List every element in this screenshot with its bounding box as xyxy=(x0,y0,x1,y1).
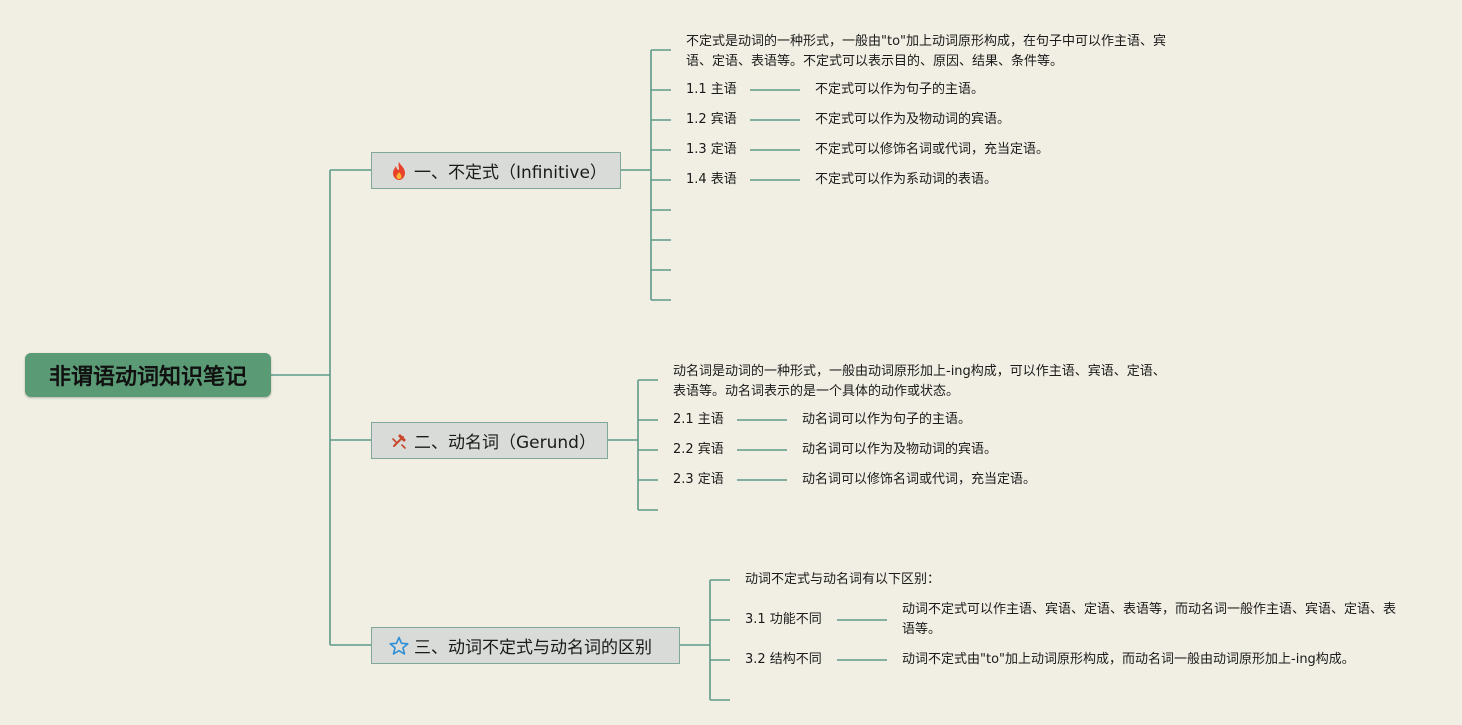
branch-intro: 动词不定式与动名词有以下区别： xyxy=(745,572,941,587)
item-label[interactable]: 1.2 宾语 xyxy=(686,112,737,127)
branch-title: 二、动名词（Gerund） xyxy=(414,433,596,453)
root-title: 非谓语动词知识笔记 xyxy=(48,365,247,390)
branch-infinitive[interactable]: 一、不定式（Infinitive） xyxy=(371,152,621,189)
item-label[interactable]: 2.2 宾语 xyxy=(673,442,724,457)
fire-icon xyxy=(388,160,410,182)
item-desc[interactable]: 动词不定式由"to"加上动词原形构成，而动名词一般由动词原形加上-ing构成。 xyxy=(902,652,1355,667)
star-icon xyxy=(388,635,410,657)
item-label[interactable]: 3.1 功能不同 xyxy=(745,612,822,627)
item-desc[interactable]: 不定式可以修饰名词或代词，充当定语。 xyxy=(815,142,1050,157)
item-desc[interactable]: 动名词可以作为句子的主语。 xyxy=(802,412,972,427)
root-topic[interactable]: 非谓语动词知识笔记 xyxy=(25,353,271,397)
item-desc[interactable]: 不定式可以作为句子的主语。 xyxy=(815,82,985,97)
item-desc[interactable]: 不定式可以作为及物动词的宾语。 xyxy=(815,112,1011,127)
item-label[interactable]: 2.1 主语 xyxy=(673,412,724,427)
item-desc[interactable]: 动名词可以作为及物动词的宾语。 xyxy=(802,442,998,457)
branch-intro: 动名词是动词的一种形式，一般由动词原形加上-ing构成，可以作主语、宾语、定语、… xyxy=(673,364,1166,399)
item-label[interactable]: 1.3 定语 xyxy=(686,142,737,157)
item-desc[interactable]: 不定式可以作为系动词的表语。 xyxy=(815,172,998,187)
item-label[interactable]: 1.1 主语 xyxy=(686,82,737,97)
item-desc[interactable]: 动词不定式可以作主语、宾语、定语、表语等，而动名词一般作主语、宾语、定语、表语等… xyxy=(902,602,1397,637)
branch-title: 一、不定式（Infinitive） xyxy=(414,163,607,183)
branch-difference[interactable]: 三、动词不定式与动名词的区别 xyxy=(371,627,680,664)
hammer-icon xyxy=(388,430,410,452)
branch-intro: 不定式是动词的一种形式，一般由"to"加上动词原形构成，在句子中可以作主语、宾语… xyxy=(686,34,1167,69)
branch-title: 三、动词不定式与动名词的区别 xyxy=(414,638,652,658)
branch-gerund[interactable]: 二、动名词（Gerund） xyxy=(371,422,608,459)
item-label[interactable]: 3.2 结构不同 xyxy=(745,652,822,667)
item-label[interactable]: 2.3 定语 xyxy=(673,472,724,487)
item-label[interactable]: 1.4 表语 xyxy=(686,172,737,187)
item-desc[interactable]: 动名词可以修饰名词或代词，充当定语。 xyxy=(802,472,1037,487)
